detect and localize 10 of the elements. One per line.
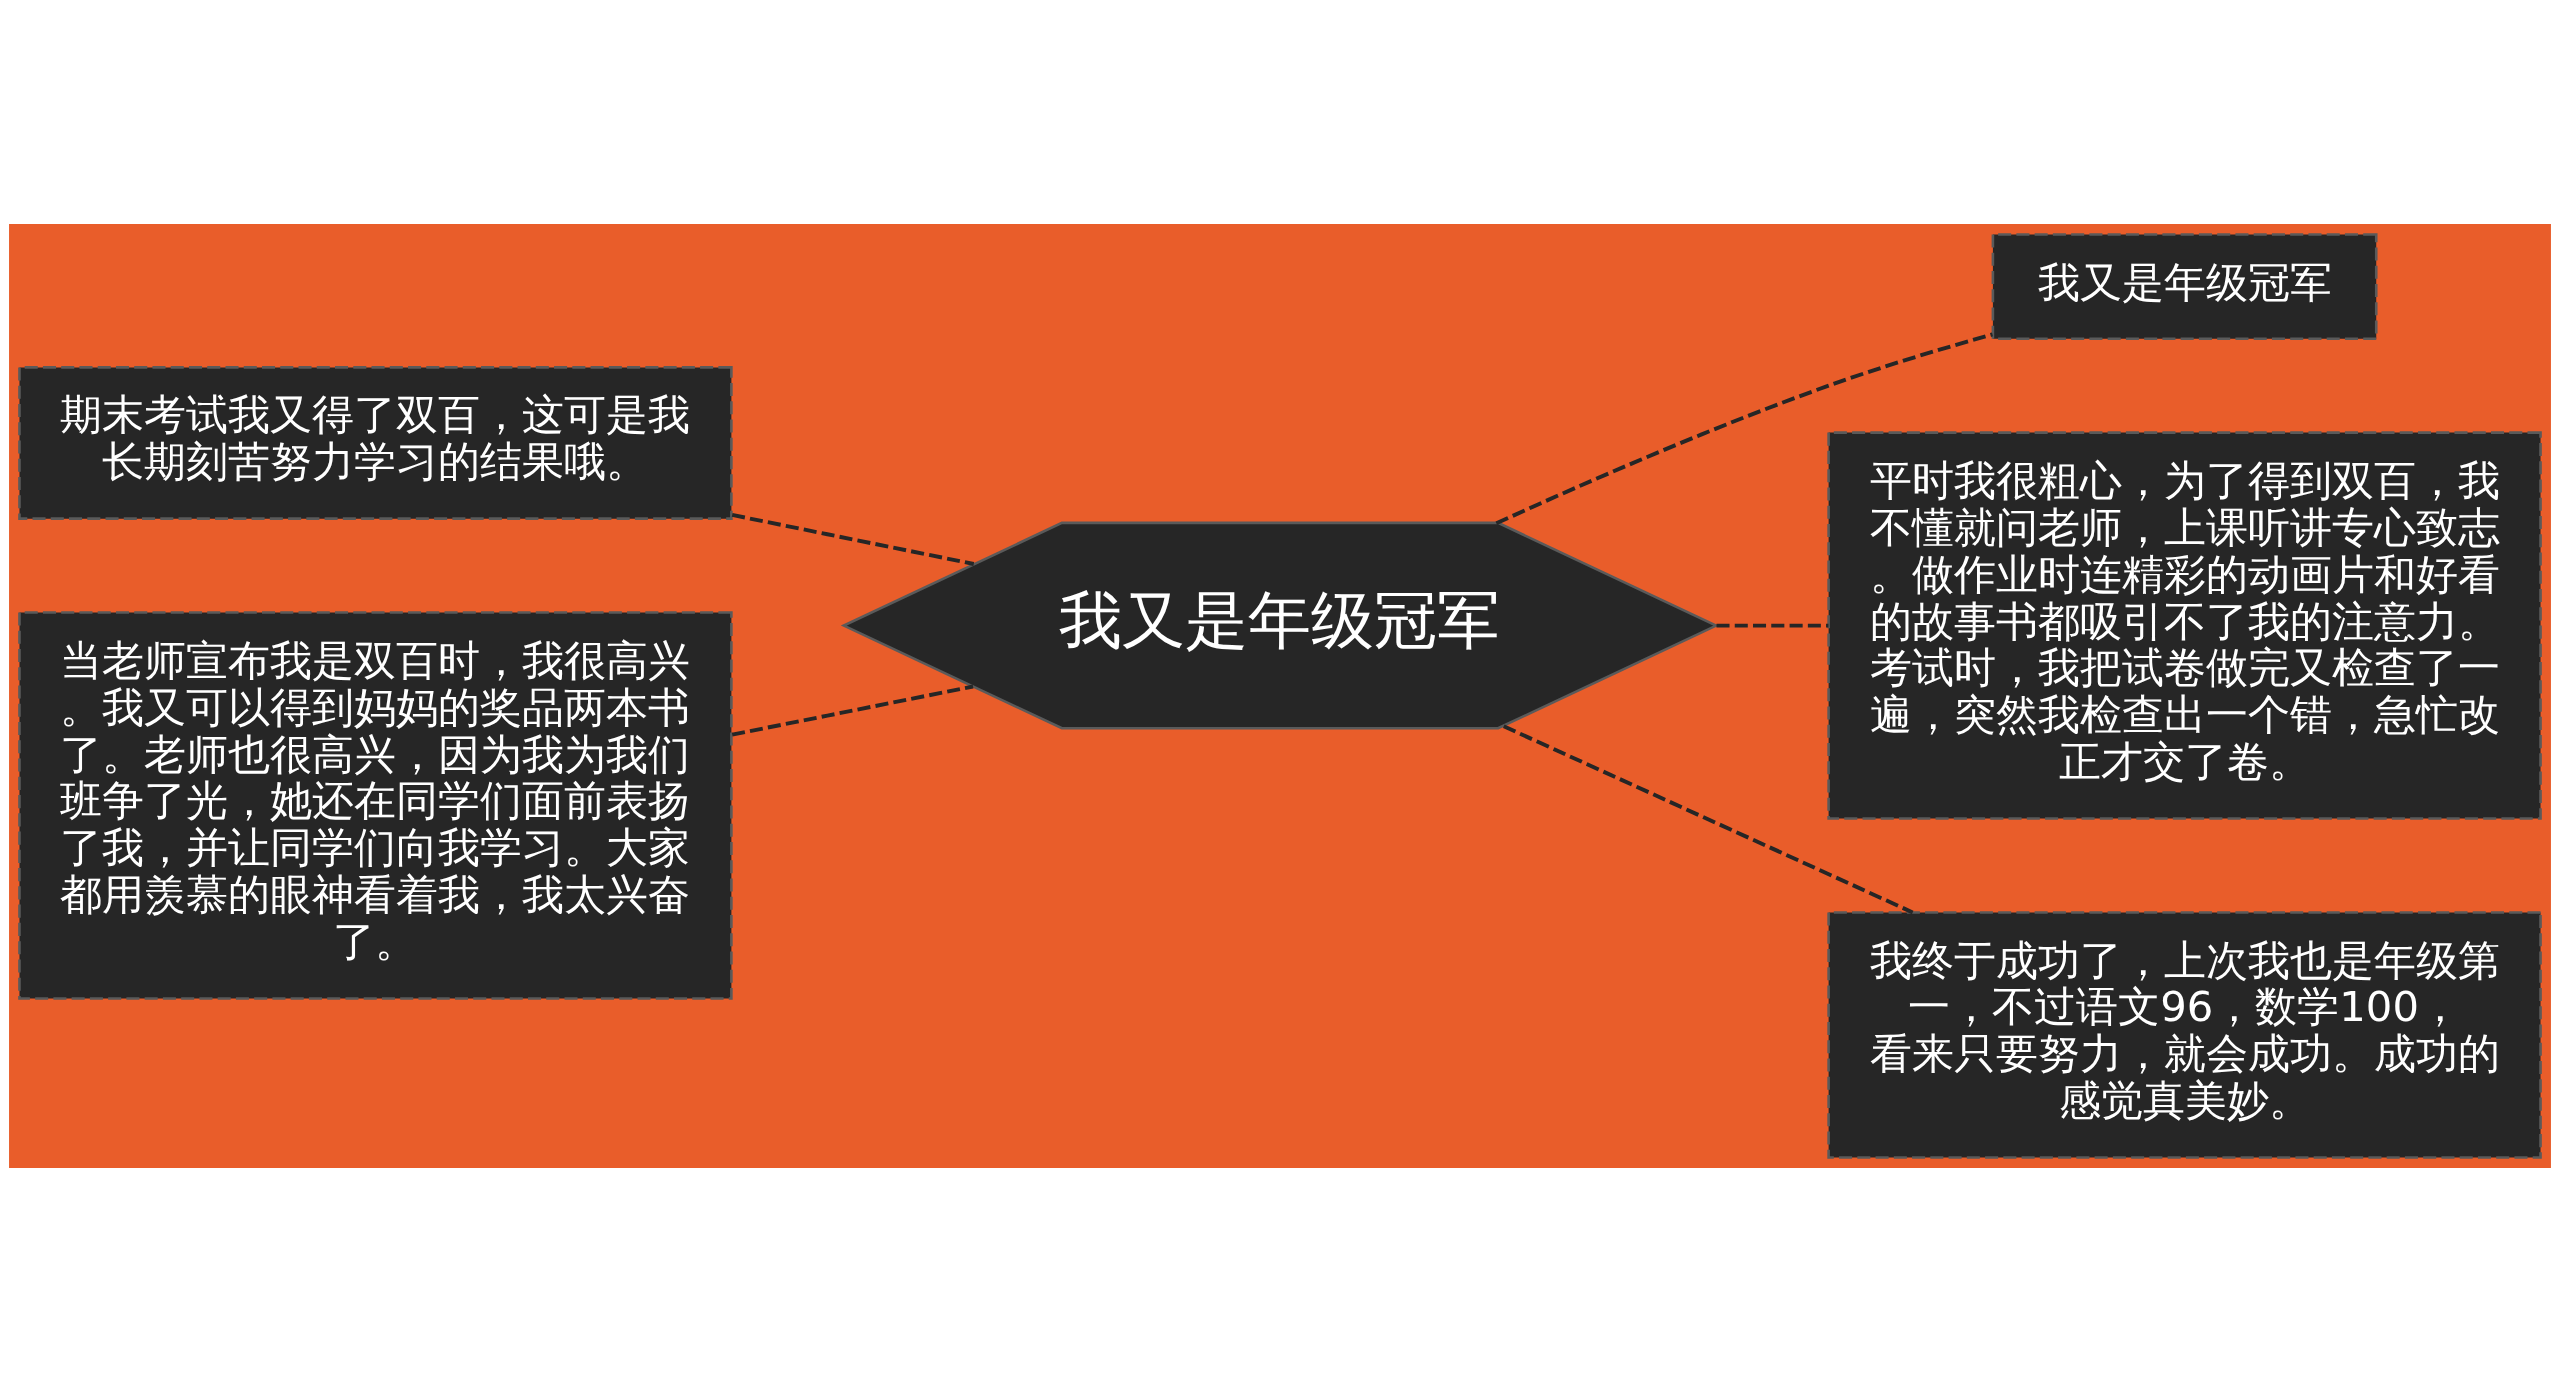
node-box: 我又是年级冠军: [1991, 233, 2378, 341]
connector: [731, 684, 974, 737]
connector: [731, 513, 975, 566]
connector: [1716, 623, 1829, 628]
node-box: 期末考试我又得了双百，这可是我长期刻苦努力学习的结果哦。: [18, 366, 733, 520]
connector: [1495, 332, 1993, 526]
node-box: 平时我很粗心，为了得到双百，我不懂就问老师，上课听讲专心致志。做作业时连精彩的动画片和好看的故事书都吸引不了我的注意力。考试时，我把试卷做完又检查了一遍，突然我检查出一个错，急忙改正才交了卷。: [1827, 431, 2542, 820]
node-box: 我终于成功了，上次我也是年级第一，不过语文96，数学100，看来只要努力，就会成功。成功的感觉真美妙。: [1827, 911, 2542, 1159]
node-box: 当老师宣布我是双百时，我很高兴。我又可以得到妈妈的奖品两本书了。老师也很高兴，因为我为我们班争了光，她还在同学们面前表扬了我，并让同学们向我学习。大家都用羡慕的眼神看着我，我太兴奋了。: [18, 611, 733, 1000]
connector: [1502, 724, 1914, 915]
